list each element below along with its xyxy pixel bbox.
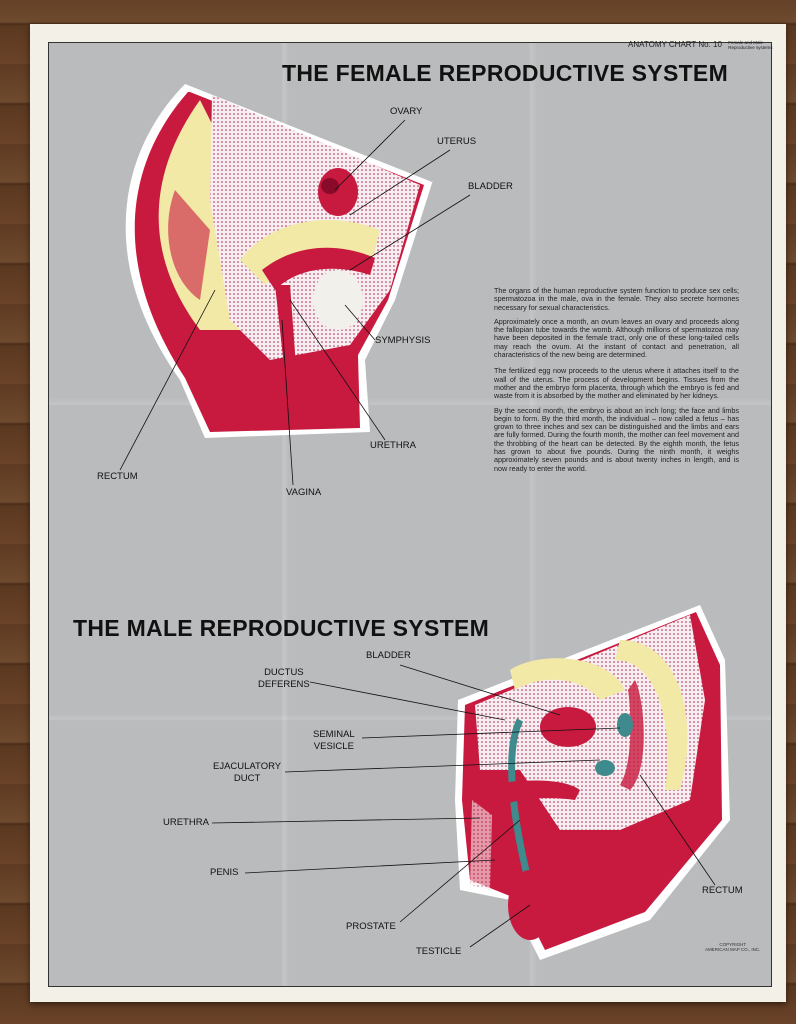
paragraph-2: Approximately once a month, an ovum leav… (494, 316, 739, 360)
chart-subtitle-1: Female and Male (728, 40, 763, 45)
label-symphysis: SYMPHYSIS (375, 335, 431, 346)
label-penis: PENIS (210, 867, 239, 878)
label-testicle: TESTICLE (416, 946, 462, 957)
female-cross-section (125, 84, 433, 438)
label-ovary: OVARY (390, 106, 423, 117)
label-vagina: VAGINA (286, 487, 322, 498)
label-prostate: PROSTATE (346, 921, 396, 932)
label-seminal-vesicle: SEMINAL VESICLE (313, 729, 355, 752)
bladder-shape (313, 270, 363, 330)
male-leader-lines (211, 664, 716, 948)
label-bladder-female: BLADDER (468, 181, 513, 192)
label-bladder-male: BLADDER (366, 650, 411, 661)
copyright-line-1: COPYRIGHT (719, 942, 747, 947)
label-rectum-female: RECTUM (97, 471, 138, 482)
label-urethra-female: URETHRA (370, 440, 416, 451)
copyright-line-2: AMERICAN MAP CO., INC. (705, 947, 761, 952)
male-bladder-shape (540, 707, 596, 747)
chart-subtitle-2: Reproductive systems (728, 45, 773, 50)
label-ductus-deferens: DUCTUS DEFERENS (258, 667, 310, 690)
female-title: THE FEMALE REPRODUCTIVE SYSTEM (282, 60, 729, 86)
female-leader-lines (119, 119, 471, 486)
label-uterus: UTERUS (437, 136, 477, 147)
paragraph-1: The organs of the human reproductive sys… (494, 286, 739, 312)
male-cross-section (455, 605, 730, 960)
male-title: THE MALE REPRODUCTIVE SYSTEM (73, 615, 490, 641)
paragraph-3: The fertilized egg now proceeds to the u… (494, 366, 739, 401)
paragraph-4: By the second month, the embryo is about… (494, 405, 739, 473)
label-rectum-male: RECTUM (702, 885, 743, 896)
description-text: The organs of the human reproductive sys… (494, 286, 739, 479)
chart-number: ANATOMY CHART No. 10 (628, 40, 722, 50)
copyright: COPYRIGHT AMERICAN MAP CO., INC. (705, 942, 760, 952)
label-ejaculatory-duct: EJACULATORY DUCT (213, 761, 282, 784)
uterus-shape (318, 168, 358, 216)
label-urethra-male: URETHRA (163, 817, 209, 828)
